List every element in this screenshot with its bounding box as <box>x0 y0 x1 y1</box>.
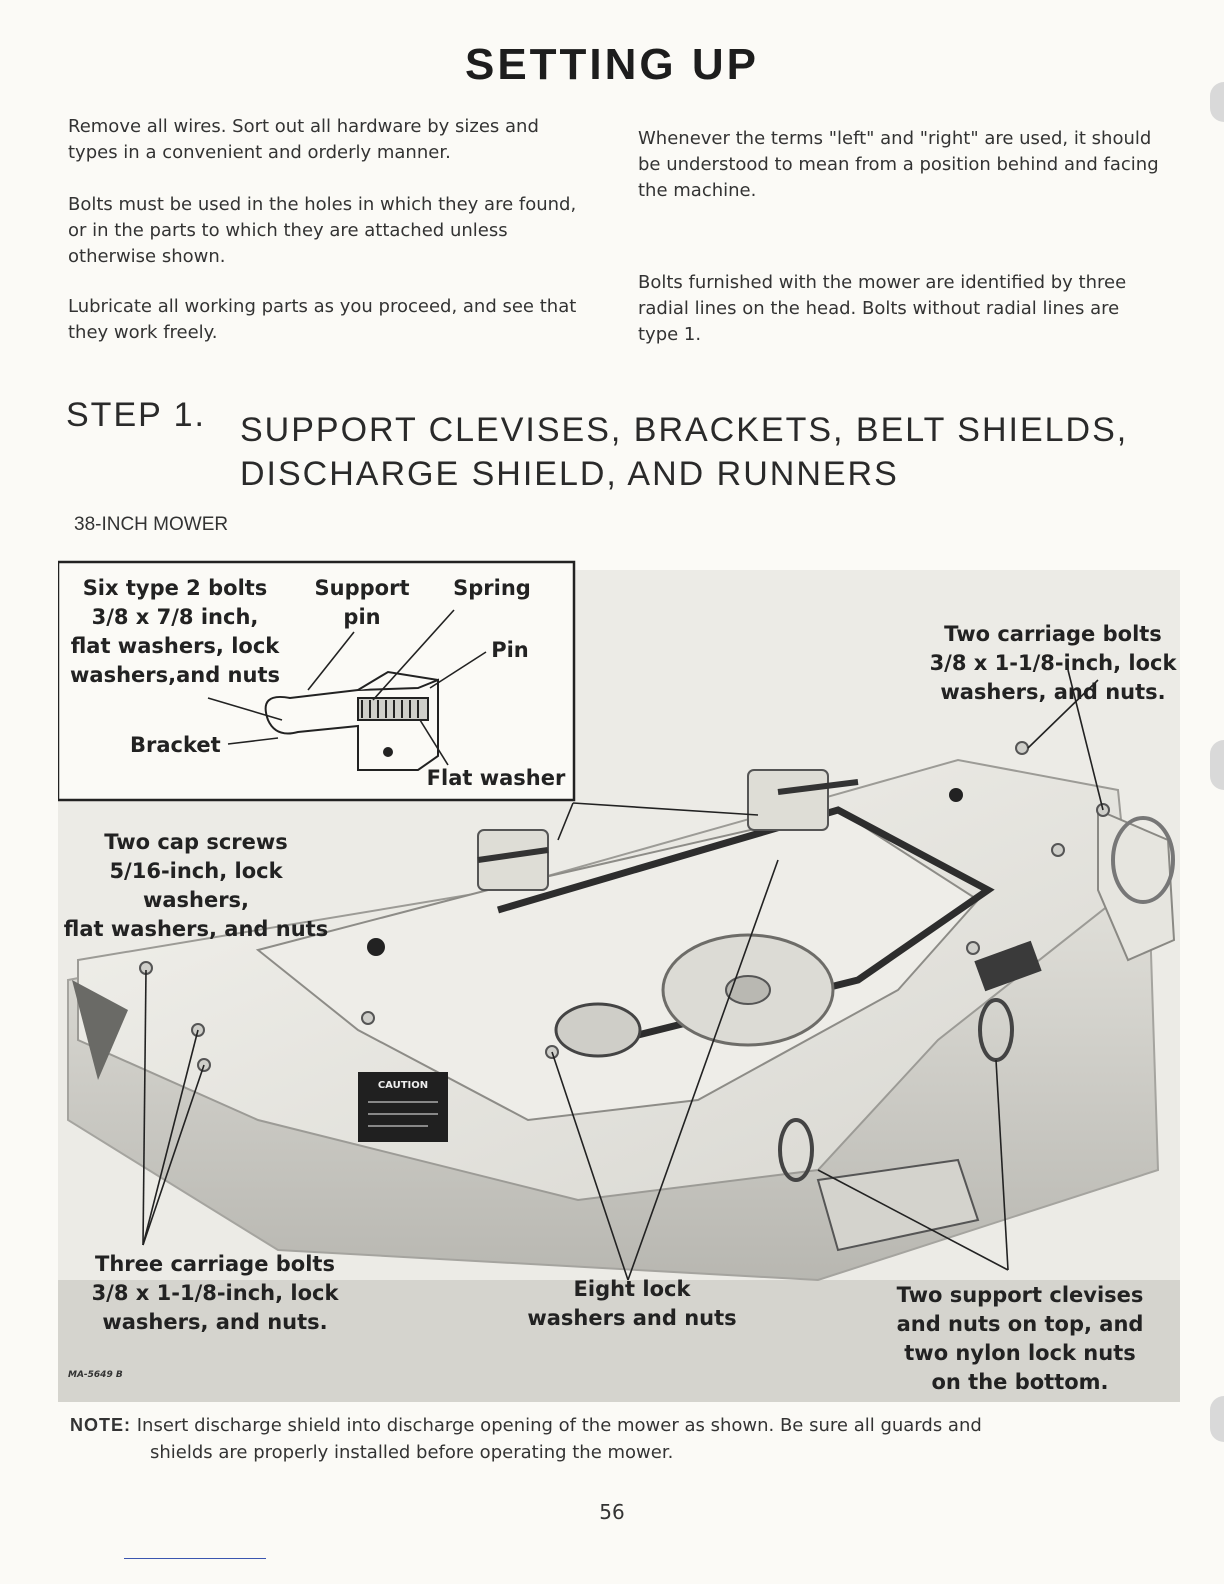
inset-bracket-drawing <box>264 670 439 771</box>
note-block: NOTE: Insert discharge shield into disch… <box>70 1412 1160 1466</box>
binding-edge-mark <box>1210 82 1224 122</box>
step-title-line: DISCHARGE SHIELD, AND RUNNERS <box>240 455 899 493</box>
idler-pulley <box>554 1002 642 1058</box>
inset-pin-label: Pin <box>491 638 529 662</box>
callout-carriage-bolts-bottom: Three carriage bolts 3/8 x 1-1/8-inch, l… <box>91 1252 339 1334</box>
callout-cap-screws: Two cap screws 5/16-inch, lock washers, … <box>63 830 329 941</box>
mower-size-subheading: 38-INCH MOWER <box>74 514 229 535</box>
intro-paragraph: Remove all wires. Sort out all hardware … <box>68 116 539 163</box>
brand-decal <box>974 940 1042 992</box>
inset-leader-lines <box>207 609 487 766</box>
bottom-clevis <box>778 1118 814 1182</box>
note-text: Insert discharge shield into discharge o… <box>136 1415 982 1436</box>
ground-shadow <box>58 1280 1180 1402</box>
left-warning-decal <box>72 980 128 1080</box>
intro-paragraph: Bolts furnished with the mower are ident… <box>638 272 1127 345</box>
note-text: shields are properly installed before op… <box>150 1442 674 1463</box>
intro-paragraph: Lubricate all working parts as you proce… <box>68 296 577 343</box>
main-pulley-hub <box>725 975 771 1005</box>
callout-carriage-bolts-top: Two carriage bolts 3/8 x 1-1/8-inch, loc… <box>929 622 1177 704</box>
step-title-line: SUPPORT CLEVISES, BRACKETS, BELT SHIELDS… <box>240 411 1129 449</box>
page-number: 56 <box>599 1500 625 1524</box>
inset-bracket-label: Bracket <box>130 733 221 757</box>
runner <box>816 1158 980 1252</box>
belt-shield <box>255 808 980 1122</box>
page-title: SETTING UP <box>464 40 760 89</box>
step-title: SUPPORT CLEVISES, BRACKETS, BELT SHIELDS… <box>240 408 1200 496</box>
deck-hole <box>949 788 963 802</box>
leader-lines <box>142 669 1104 1281</box>
figure-code: MA-5649 B <box>68 1370 123 1380</box>
discharge-chute <box>1097 808 1176 962</box>
intro-paragraph: Bolts must be used in the holes in which… <box>68 194 577 267</box>
front-spring <box>477 847 549 863</box>
footer-rule <box>124 1558 266 1559</box>
deck-hole <box>367 938 385 956</box>
inset-spring-label: Spring <box>453 576 531 600</box>
note-label: NOTE: <box>70 1415 131 1435</box>
callout-support-clevises: Two support clevises and nuts on top, an… <box>896 1283 1144 1394</box>
intro-paragraph: Whenever the terms "left" and "right" ar… <box>638 128 1159 201</box>
caution-decal-text: CAUTION <box>378 1080 428 1091</box>
rear-bracket <box>747 769 829 831</box>
callout-lock-washers: Eight lock washers and nuts <box>527 1277 737 1330</box>
rear-spring <box>777 779 859 795</box>
binding-edge-mark <box>1210 740 1224 790</box>
step-number: STEP 1. <box>66 396 206 434</box>
mower-deck-illustration: CAUTION <box>58 560 1180 1402</box>
inset-bolts-label: Six type 2 bolts 3/8 x 7/8 inch, flat wa… <box>70 576 280 687</box>
caution-decal <box>358 1072 448 1142</box>
binding-edge-mark <box>1210 1396 1224 1442</box>
right-clevis-loop <box>1111 816 1175 904</box>
inset-flat-washer-label: Flat washer <box>426 766 566 790</box>
inset-support-pin-label: Support pin <box>314 576 410 629</box>
